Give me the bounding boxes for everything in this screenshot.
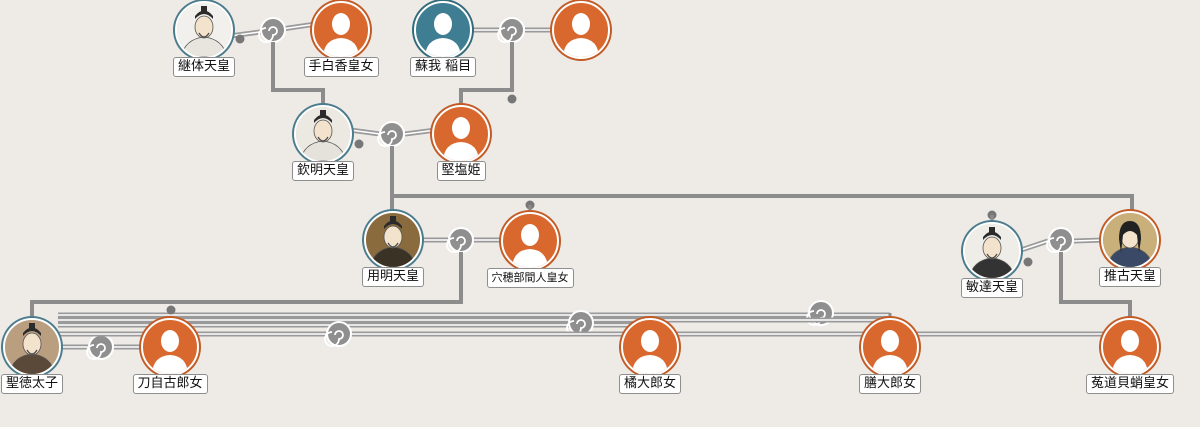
portrait-icon: [177, 3, 231, 57]
portrait-icon: [5, 320, 59, 374]
uji-kaitako-name-label[interactable]: 菟道貝蛸皇女: [1086, 374, 1174, 394]
shotoku-avatar[interactable]: [3, 318, 61, 376]
soga-iname-avatar[interactable]: [414, 1, 472, 59]
tashiraka-avatar[interactable]: [312, 1, 370, 59]
portrait-icon: [366, 213, 420, 267]
person-silhouette-icon: [143, 320, 197, 374]
node-dot: [1024, 258, 1033, 267]
portrait-icon: [296, 107, 350, 161]
person-silhouette-icon: [554, 3, 608, 57]
person-silhouette-icon: [863, 320, 917, 374]
person-silhouette-icon: [1103, 320, 1157, 374]
bidatsu-name-label[interactable]: 敏達天皇: [961, 278, 1023, 298]
suiko-name-label[interactable]: 推古天皇: [1099, 267, 1161, 287]
anahobe-avatar[interactable]: [501, 212, 559, 270]
tojiko-name-label[interactable]: 刀自古郎女: [133, 374, 208, 394]
yomei-avatar[interactable]: [364, 211, 422, 269]
kitashihime-avatar[interactable]: [432, 105, 490, 163]
kashiwade-avatar[interactable]: [861, 318, 919, 376]
tojiko-avatar[interactable]: [141, 318, 199, 376]
kinmei-name-label[interactable]: 欽明天皇: [292, 161, 354, 181]
person-silhouette-icon: [314, 3, 368, 57]
node-dot: [355, 140, 364, 149]
person-silhouette-icon: [503, 214, 557, 268]
descent-line-suiko: [392, 146, 1132, 216]
person-silhouette-icon: [434, 107, 488, 161]
yomei-name-label[interactable]: 用明天皇: [362, 267, 424, 287]
bidatsu-avatar[interactable]: [963, 222, 1021, 280]
portrait-icon: [1103, 213, 1157, 267]
keitai-name-label[interactable]: 継体天皇: [173, 57, 235, 77]
uji-kaitako-avatar[interactable]: [1101, 318, 1159, 376]
iname-wife-avatar[interactable]: [552, 1, 610, 59]
person-silhouette-icon: [416, 3, 470, 57]
node-dot: [508, 95, 517, 104]
person-silhouette-icon: [623, 320, 677, 374]
node-dot: [167, 306, 176, 315]
soga-iname-name-label[interactable]: 蘇我 稲目: [410, 57, 476, 77]
kashiwade-name-label[interactable]: 膳大郎女: [859, 374, 921, 394]
tachibana-avatar[interactable]: [621, 318, 679, 376]
tashiraka-name-label[interactable]: 手白香皇女: [304, 57, 379, 77]
shotoku-name-label[interactable]: 聖徳太子: [1, 374, 63, 394]
node-dot: [236, 35, 245, 44]
portrait-icon: [965, 224, 1019, 278]
suiko-avatar[interactable]: [1101, 211, 1159, 269]
keitai-avatar[interactable]: [175, 1, 233, 59]
kinmei-avatar[interactable]: [294, 105, 352, 163]
tachibana-name-label[interactable]: 橘大郎女: [619, 374, 681, 394]
anahobe-name-label[interactable]: 穴穂部間人皇女: [487, 268, 574, 288]
kitashihime-name-label[interactable]: 堅塩姫: [437, 161, 486, 181]
